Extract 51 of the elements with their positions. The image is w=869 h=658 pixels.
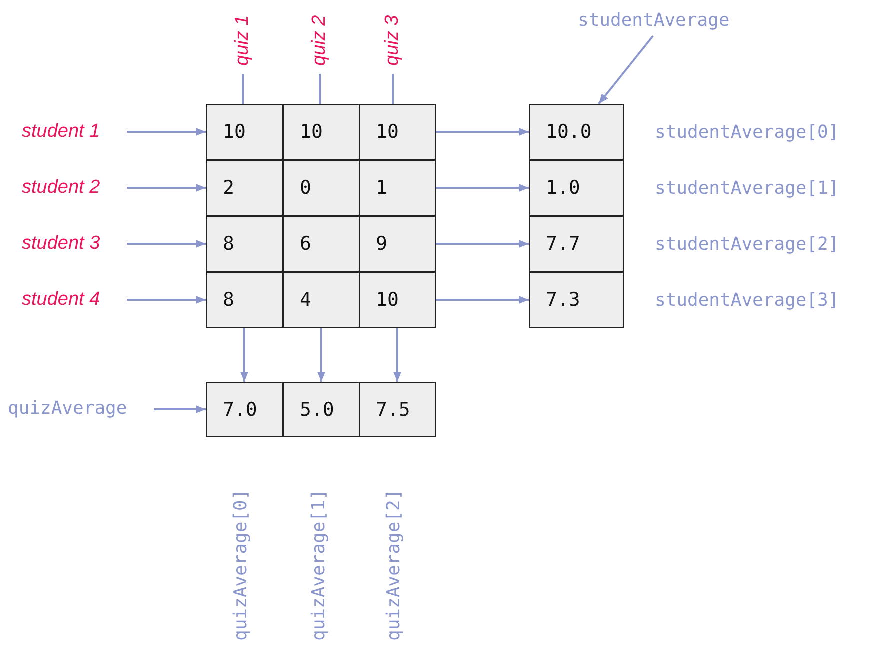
column-label: quiz 3 (382, 10, 404, 72)
column-label: quiz 1 (232, 10, 254, 72)
value-cell: 2 (206, 160, 283, 216)
value-cell: 10 (206, 104, 283, 160)
row-label: student 2 (22, 176, 118, 200)
index-label: quizAverage[2] (382, 488, 406, 643)
index-label: studentAverage[2] (655, 232, 840, 256)
array-label: studentAverage (578, 8, 754, 32)
index-label: quizAverage[1] (308, 488, 330, 643)
arrow (436, 184, 529, 192)
value-cell: 10 (283, 104, 360, 160)
row-label: student 4 (22, 288, 118, 312)
value-cell: 6 (283, 216, 360, 272)
value-cell: 10 (359, 272, 436, 328)
arrow (598, 35, 654, 105)
arrow (240, 328, 248, 382)
column-label: quiz 2 (309, 10, 331, 72)
row-label: student 3 (22, 232, 118, 256)
value-cell: 4 (283, 272, 360, 328)
connector-line (392, 74, 394, 104)
value-cell: 0 (283, 160, 360, 216)
value-cell: 8 (206, 272, 283, 328)
index-label: quizAverage[0] (230, 488, 252, 643)
value-cell: 8 (206, 216, 283, 272)
arrow (127, 128, 206, 136)
arrow (154, 406, 206, 414)
arrow (127, 184, 206, 192)
value-cell: 9 (359, 216, 436, 272)
value-cell: 10 (359, 104, 436, 160)
value-cell: 1.0 (529, 160, 624, 216)
row-label: student 1 (22, 120, 118, 144)
value-cell: 7.3 (529, 272, 624, 328)
index-label: studentAverage[1] (655, 176, 840, 200)
connector-line (319, 74, 321, 104)
arrow (394, 328, 402, 382)
value-cell: 7.0 (206, 382, 283, 437)
arrow (436, 296, 529, 304)
arrow (436, 240, 529, 248)
index-label: studentAverage[3] (655, 288, 840, 312)
arrow (127, 296, 206, 304)
value-cell: 7.5 (359, 382, 436, 437)
arrow (127, 240, 206, 248)
value-cell: 10.0 (529, 104, 624, 160)
value-cell: 7.7 (529, 216, 624, 272)
value-cell: 1 (359, 160, 436, 216)
array-label: quizAverage (8, 396, 148, 420)
arrow (436, 128, 529, 136)
index-label: studentAverage[0] (655, 120, 840, 144)
arrow (318, 328, 326, 382)
connector-line (242, 74, 244, 104)
value-cell: 5.0 (283, 382, 360, 437)
